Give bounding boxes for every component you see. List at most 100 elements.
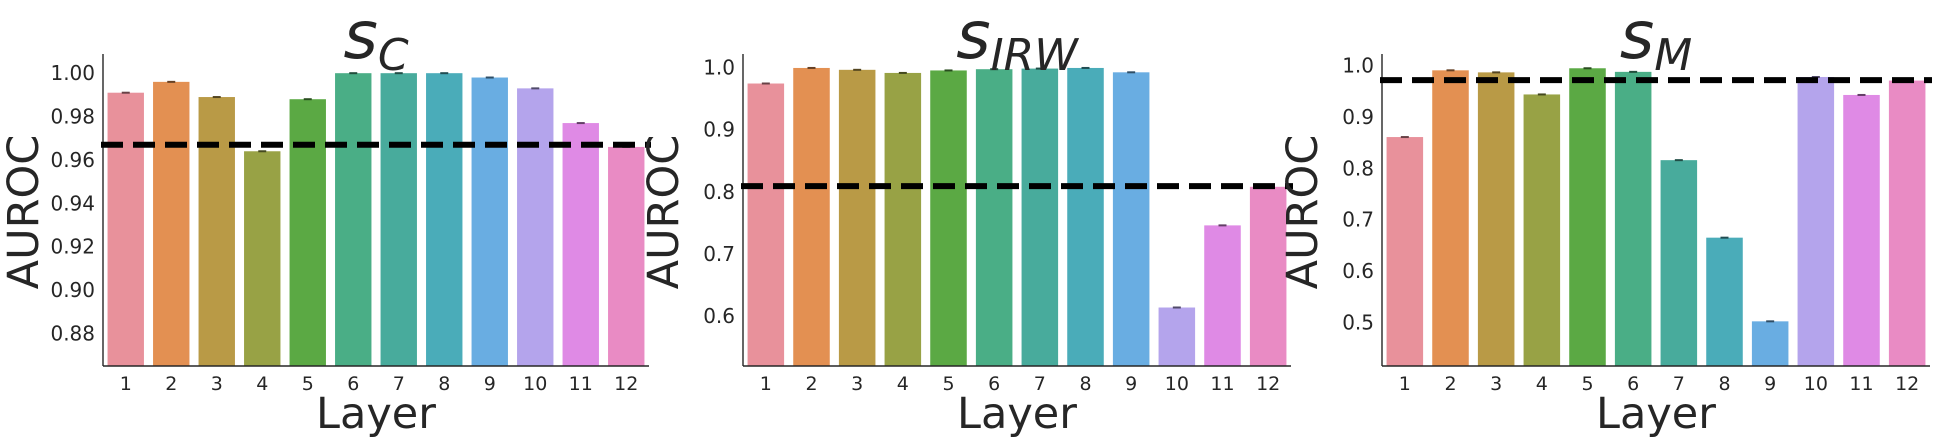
bar-layer-2 bbox=[153, 81, 190, 366]
y-tick-label: 1.00 bbox=[50, 61, 95, 85]
x-tick-label: 10 bbox=[523, 373, 547, 395]
x-tick-label: 6 bbox=[1627, 373, 1639, 395]
x-tick-label: 11 bbox=[1849, 373, 1873, 395]
x-tick-label: 6 bbox=[347, 373, 359, 395]
panel-title: sIRW bbox=[956, 0, 1079, 81]
y-tick-label: 1.0 bbox=[703, 55, 735, 79]
bar-layer-1 bbox=[747, 83, 785, 366]
x-tick-label: 8 bbox=[438, 373, 450, 395]
bar-layer-6 bbox=[335, 73, 372, 366]
bar-layer-9 bbox=[1112, 72, 1150, 367]
x-tick-label: 7 bbox=[393, 373, 405, 395]
x-tick-label: 11 bbox=[1210, 373, 1234, 395]
y-tick-label: 0.5 bbox=[1342, 310, 1374, 334]
x-axis-title: Layer bbox=[957, 389, 1077, 439]
x-axis-title: Layer bbox=[316, 389, 436, 439]
bar-layer-3 bbox=[838, 69, 876, 367]
y-tick-label: 0.88 bbox=[50, 321, 95, 345]
bar-layer-5 bbox=[930, 70, 967, 366]
x-tick-label: 9 bbox=[484, 373, 496, 395]
y-tick-label: 0.7 bbox=[1342, 208, 1374, 232]
y-tick-label: 0.8 bbox=[703, 180, 735, 204]
x-tick-label: 3 bbox=[1490, 373, 1502, 395]
bar-layer-4 bbox=[884, 72, 922, 366]
bar-layer-2 bbox=[793, 67, 830, 366]
x-tick-label: 12 bbox=[1256, 373, 1280, 395]
bar-layer-4 bbox=[1523, 94, 1561, 367]
x-tick-label: 3 bbox=[211, 373, 223, 395]
bar-layer-3 bbox=[198, 97, 235, 367]
bar-layer-6 bbox=[975, 69, 1013, 366]
y-axis-title: AUROC bbox=[639, 135, 689, 290]
x-tick-label: 11 bbox=[569, 373, 593, 395]
y-tick-label: 0.9 bbox=[1342, 105, 1374, 129]
x-tick-label: 2 bbox=[165, 373, 177, 395]
x-tick-label: 8 bbox=[1718, 373, 1730, 395]
bar-layer-11 bbox=[1843, 94, 1880, 367]
bar-layer-3 bbox=[1477, 72, 1515, 366]
y-tick-label: 0.94 bbox=[50, 191, 95, 215]
bar-layer-8 bbox=[1067, 67, 1104, 366]
y-tick-label: 0.6 bbox=[703, 304, 735, 328]
x-tick-label: 7 bbox=[1034, 373, 1046, 395]
y-tick-label: 1.0 bbox=[1342, 54, 1374, 78]
x-tick-label: 2 bbox=[1444, 373, 1456, 395]
x-tick-label: 10 bbox=[1165, 373, 1189, 395]
y-tick-label: 0.6 bbox=[1342, 259, 1374, 283]
panel-title: sM bbox=[1620, 0, 1692, 81]
bar-layer-9 bbox=[1751, 321, 1789, 366]
bar-layer-5 bbox=[1569, 68, 1606, 367]
bar-layer-12 bbox=[1249, 186, 1287, 366]
x-tick-label: 5 bbox=[1581, 373, 1593, 395]
bar-layer-7 bbox=[380, 73, 417, 366]
x-tick-label: 1 bbox=[120, 373, 132, 395]
bar-layer-1 bbox=[107, 92, 144, 366]
x-tick-label: 9 bbox=[1125, 373, 1137, 395]
x-tick-label: 2 bbox=[805, 373, 817, 395]
x-tick-label: 5 bbox=[302, 373, 314, 395]
y-tick-label: 0.98 bbox=[50, 105, 95, 129]
bar-layer-8 bbox=[426, 73, 463, 366]
bar-layer-10 bbox=[1797, 76, 1835, 366]
bar-layer-6 bbox=[1614, 71, 1652, 367]
x-tick-label: 12 bbox=[614, 373, 638, 395]
y-tick-label: 0.8 bbox=[1342, 156, 1374, 180]
y-tick-label: 0.9 bbox=[703, 118, 735, 142]
x-tick-label: 4 bbox=[1536, 373, 1548, 395]
x-tick-label: 1 bbox=[1399, 373, 1411, 395]
x-tick-label: 3 bbox=[851, 373, 863, 395]
x-tick-label: 6 bbox=[988, 373, 1000, 395]
x-tick-label: 9 bbox=[1764, 373, 1776, 395]
bar-layer-8 bbox=[1706, 237, 1743, 366]
y-tick-label: 0.96 bbox=[50, 148, 95, 172]
y-tick-label: 0.7 bbox=[703, 242, 735, 266]
y-axis-title: AUROC bbox=[0, 135, 49, 290]
bar-layer-10 bbox=[517, 88, 554, 366]
bar-layer-5 bbox=[289, 99, 326, 366]
x-tick-label: 5 bbox=[942, 373, 954, 395]
x-tick-label: 4 bbox=[897, 373, 909, 395]
bar-layer-7 bbox=[1660, 160, 1698, 366]
bar-layer-4 bbox=[244, 151, 281, 366]
x-tick-label: 12 bbox=[1895, 373, 1919, 395]
bar-layer-12 bbox=[608, 146, 645, 366]
x-tick-label: 8 bbox=[1079, 373, 1091, 395]
x-tick-label: 10 bbox=[1804, 373, 1828, 395]
x-axis-title: Layer bbox=[1596, 389, 1716, 439]
bar-layer-7 bbox=[1021, 68, 1059, 367]
panel-title: sC bbox=[343, 0, 408, 81]
bar-layer-11 bbox=[1204, 225, 1241, 366]
x-tick-label: 1 bbox=[760, 373, 772, 395]
y-tick-label: 0.92 bbox=[50, 235, 95, 259]
y-axis-title: AUROC bbox=[1278, 135, 1328, 290]
bar-layer-10 bbox=[1158, 307, 1196, 366]
y-tick-label: 0.90 bbox=[50, 278, 95, 302]
bar-layer-9 bbox=[471, 77, 508, 367]
bar-layer-12 bbox=[1888, 80, 1926, 366]
x-tick-label: 7 bbox=[1673, 373, 1685, 395]
